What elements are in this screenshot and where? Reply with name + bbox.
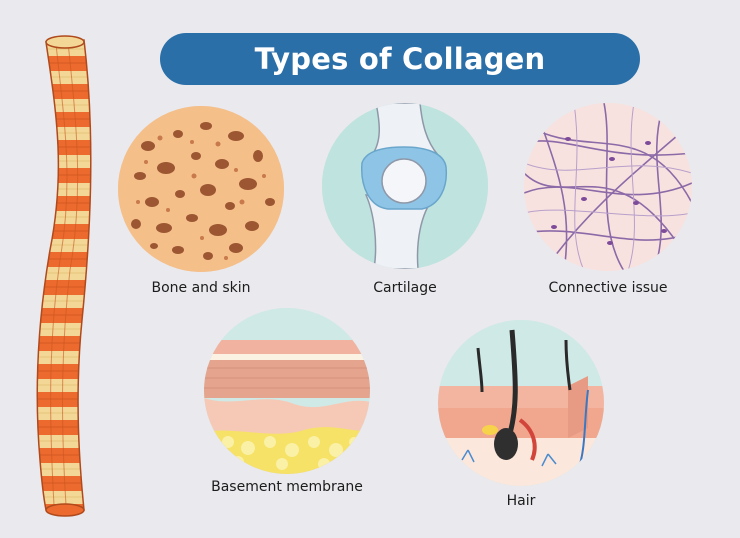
knee-joint-illustration bbox=[322, 103, 488, 269]
collagen-fiber-illustration bbox=[36, 35, 92, 517]
connective-issue-label: Connective issue bbox=[548, 280, 668, 296]
hair-label: Hair bbox=[506, 493, 536, 509]
cartilage-label: Cartilage bbox=[373, 280, 437, 296]
title-banner: Types of Collagen bbox=[160, 33, 640, 85]
page-title: Types of Collagen bbox=[254, 42, 546, 76]
hair-follicle-illustration bbox=[438, 320, 604, 486]
basement-membrane-image bbox=[204, 308, 370, 474]
porous-bone-illustration bbox=[118, 106, 284, 272]
membrane-layers-illustration bbox=[204, 308, 370, 474]
fiber-network-illustration bbox=[524, 103, 692, 271]
cartilage-image bbox=[322, 103, 488, 269]
hair-image bbox=[438, 320, 604, 486]
bone-and-skin-image bbox=[118, 106, 284, 272]
basement-membrane-label: Basement membrane bbox=[211, 479, 363, 495]
bone-and-skin-label: Bone and skin bbox=[151, 280, 251, 296]
connective-issue-image bbox=[524, 103, 692, 271]
